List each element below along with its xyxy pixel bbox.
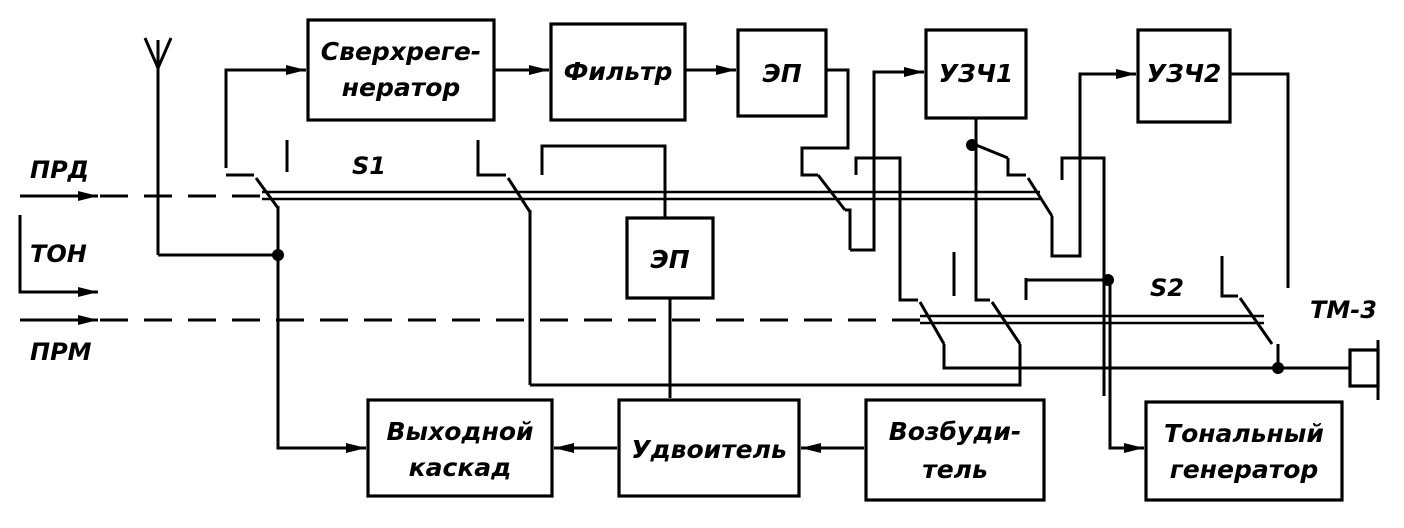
superregenerator-label-1: Сверхреге-	[321, 37, 481, 66]
switch-s2	[530, 118, 1280, 387]
doubler-block: Удвоитель	[617, 398, 801, 498]
ep-top-block: ЭП	[736, 28, 828, 118]
uzch1-block: УЗЧ1	[924, 28, 1028, 120]
control-lines	[100, 194, 920, 322]
output-stage-block: Выходной каскад	[366, 398, 554, 498]
tone-generator-block: Тональный генератор	[1144, 400, 1344, 502]
doubler-label: Удвоитель	[631, 435, 787, 464]
tm3-capsule-icon	[1348, 340, 1380, 400]
s2-label: S2	[1150, 274, 1184, 302]
prm-label: ПРМ	[30, 338, 92, 366]
prd-label: ПРД	[30, 156, 89, 184]
mode-arrows	[18, 191, 98, 325]
antenna-icon	[143, 37, 173, 255]
ep-mid-label: ЭП	[650, 245, 689, 274]
uzch1-label: УЗЧ1	[939, 59, 1014, 88]
output-stage-label-2: каскад	[409, 453, 512, 482]
lower-wiring	[158, 118, 1350, 453]
uzch2-label: УЗЧ2	[1147, 59, 1222, 88]
exciter-block: Возбуди- тель	[864, 398, 1046, 502]
tone-generator-label-2: генератор	[1170, 455, 1319, 484]
ep-mid-block: ЭП	[625, 216, 715, 300]
ep-top-label: ЭП	[762, 59, 801, 88]
s1-label: S1	[352, 152, 386, 180]
exciter-label-1: Возбуди-	[889, 417, 1022, 446]
tm3-label: ТМ-3	[1310, 296, 1377, 324]
output-stage-label-1: Выходной	[386, 417, 533, 446]
tone-generator-label-1: Тональный	[1164, 419, 1324, 448]
superregenerator-block: Сверхреге- нератор	[306, 18, 496, 122]
exciter-label-2: тель	[922, 455, 988, 484]
superregenerator-label-2: нератор	[342, 73, 461, 102]
top-signal-path	[224, 65, 1290, 288]
uzch2-block: УЗЧ2	[1136, 28, 1232, 124]
junction-dots	[272, 139, 1284, 374]
filter-label: Фильтр	[564, 57, 673, 86]
switch-s1	[226, 140, 1106, 396]
ton-label: ТОН	[30, 240, 87, 268]
filter-block: Фильтр	[549, 22, 687, 122]
